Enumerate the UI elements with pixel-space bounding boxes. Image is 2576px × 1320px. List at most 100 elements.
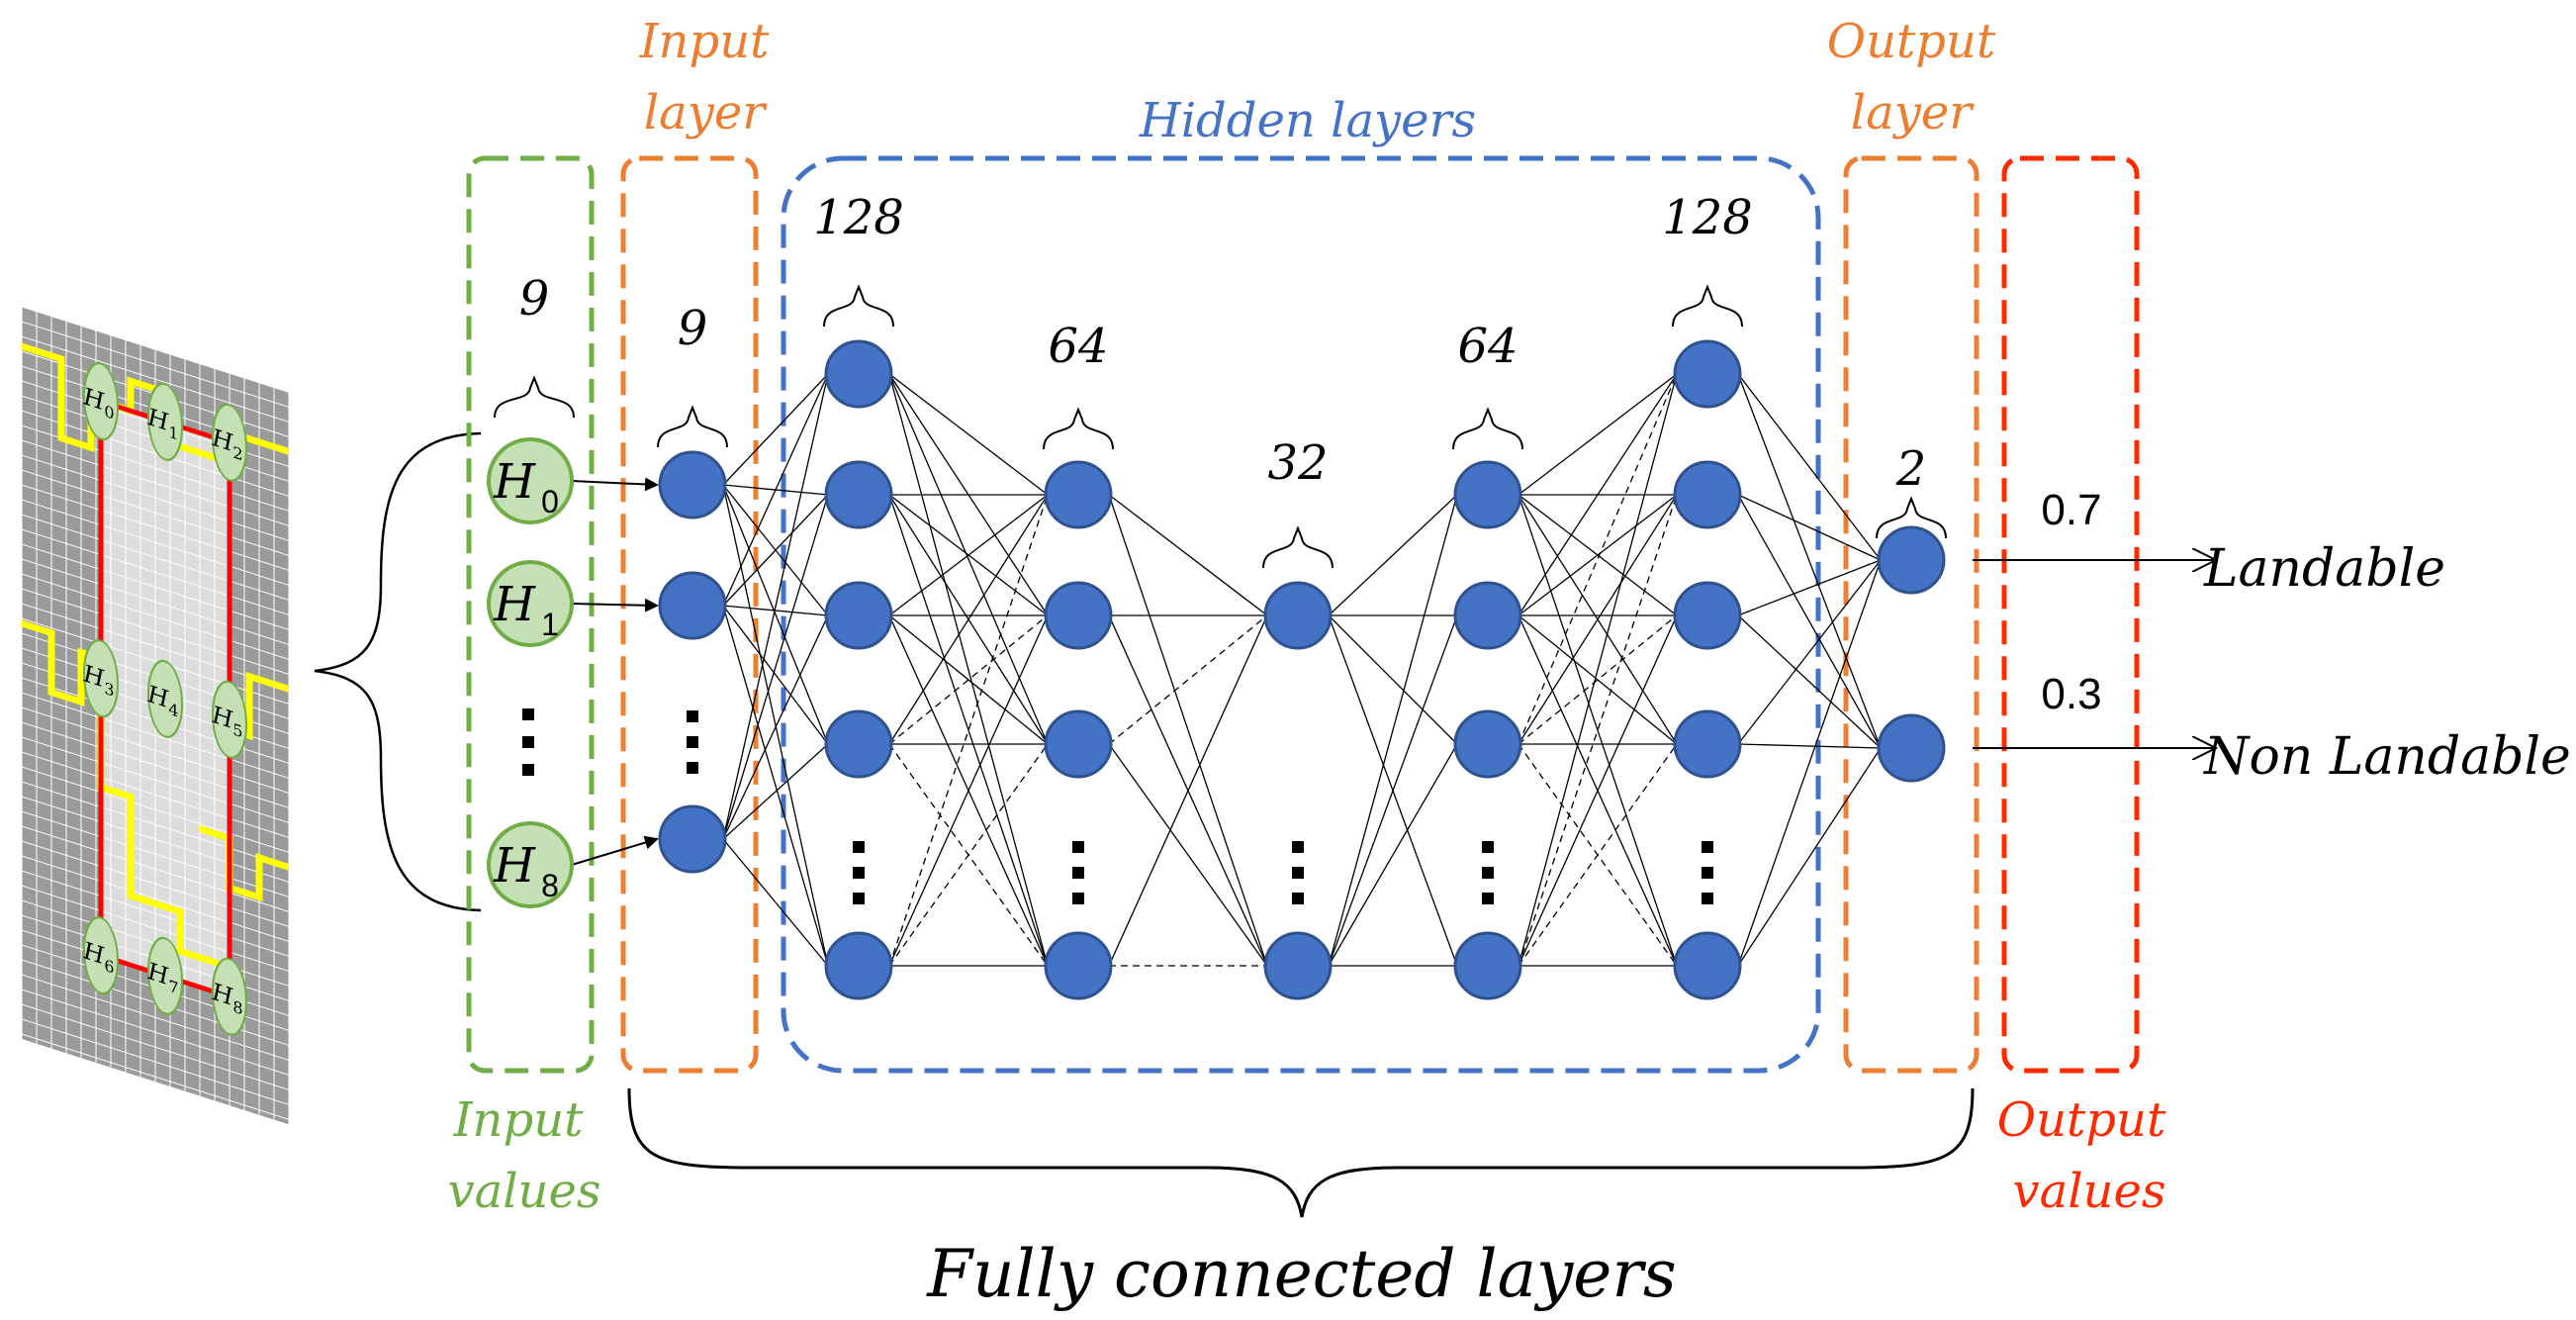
grid-line	[22, 825, 289, 912]
input-node-h0-sub: 0	[541, 484, 559, 519]
connection-hidden-1-hidden-2	[888, 494, 1049, 616]
hidden-2-size: 64	[1048, 319, 1108, 374]
connection-hidden-2-hidden-3	[1108, 494, 1268, 967]
grid-line	[22, 558, 289, 645]
grid-node-subscript: 5	[232, 720, 242, 742]
hidden-4-node	[1453, 460, 1522, 529]
connection-hidden-4-hidden-5	[1518, 494, 1678, 616]
grid-line	[22, 335, 289, 423]
grid-line	[22, 855, 289, 942]
yellow-contour-4	[200, 825, 289, 902]
grid-line	[22, 410, 289, 497]
grid-line	[22, 736, 289, 823]
grid-line	[22, 692, 289, 779]
grid-node-subscript: 6	[104, 956, 114, 978]
connection-hidden-4-hidden-5	[1518, 373, 1678, 496]
input-node-h8-sub: 8	[541, 868, 559, 903]
hidden-1-ellipsis-dot	[853, 867, 865, 879]
size-brace	[1672, 284, 1743, 328]
hidden-3-size: 32	[1267, 435, 1328, 491]
connection-input-layer-hidden-1	[722, 743, 829, 840]
grid-node-shape	[147, 659, 183, 738]
ellipsis-dot	[522, 764, 534, 776]
hidden-2-ellipsis-dot	[1072, 893, 1084, 904]
connection-hidden-4-hidden-5	[1518, 373, 1678, 616]
output-value-landable: 0.7	[2041, 486, 2101, 534]
connection-input-layer-hidden-1	[722, 605, 829, 967]
grid-line	[22, 499, 289, 586]
connection-hidden-5-output-layer	[1737, 559, 1882, 745]
grid-node-subscript: 4	[168, 700, 178, 721]
grid-node-shape	[147, 936, 183, 1015]
output-layer-title-1: Output	[1827, 14, 1996, 69]
grid-node-h5: H5	[211, 680, 247, 759]
hidden-3-node	[1263, 931, 1333, 1000]
input-layer-ellipsis-dot	[687, 736, 698, 748]
connection-hidden-1-hidden-2	[888, 614, 1049, 967]
hidden-1-node	[824, 709, 893, 779]
input-node-h8-letter: H	[493, 838, 536, 894]
input-arrow	[571, 598, 659, 613]
connection-hidden-4-hidden-5	[1518, 373, 1678, 967]
input-node-h1-letter: H	[493, 577, 536, 632]
input-layer-box	[620, 155, 759, 1074]
grid-line	[22, 781, 289, 868]
hidden-4-node	[1453, 931, 1522, 1000]
grid-node-subscript: 0	[104, 402, 114, 424]
grid-node-subscript: 3	[104, 679, 114, 701]
connection-hidden-2-hidden-3	[1108, 614, 1268, 745]
grid-line	[22, 870, 289, 957]
hidden-5-ellipsis-dot	[1702, 841, 1713, 853]
grid-line	[22, 588, 289, 675]
input-layer-node	[658, 450, 727, 519]
output-layer-box	[1843, 155, 1979, 1074]
connection-hidden-5-output-layer	[1737, 494, 1882, 561]
grid-line	[22, 528, 289, 615]
connection-input-layer-hidden-1	[722, 494, 829, 607]
connection-input-layer-hidden-1	[722, 494, 829, 840]
grid-line	[22, 603, 289, 690]
grid-line	[22, 840, 289, 927]
grid-line	[22, 766, 289, 853]
output-values-title-2: values	[2012, 1164, 2165, 1219]
connection-input-layer-hidden-1	[722, 605, 829, 616]
size-brace	[1876, 496, 1947, 539]
output-layer-node	[1877, 525, 1946, 595]
grid-node-shape	[212, 957, 247, 1036]
grid-node-h8: H8	[211, 957, 247, 1036]
grid-node-subscript: 7	[168, 977, 178, 998]
input-brace	[314, 431, 482, 912]
grid-node-h4: H4	[146, 659, 183, 738]
grid-line	[22, 543, 289, 630]
grid-line	[22, 1018, 289, 1105]
output-values-box	[2001, 155, 2140, 1074]
layer-ellipses	[687, 710, 1713, 904]
input-layer-node	[658, 571, 727, 640]
size-brace	[1452, 407, 1523, 450]
hidden-3-ellipsis-dot	[1292, 893, 1304, 904]
input-node-h8: H 8	[487, 821, 574, 908]
hidden-2-ellipsis-dot	[1072, 841, 1084, 853]
input-node-h1-circle	[487, 560, 574, 647]
connection-input-layer-hidden-1	[722, 373, 829, 607]
input-value-nodes: H 0 H 1 H 8	[487, 437, 574, 908]
grid-line	[22, 617, 289, 705]
input-layer-ellipsis-dot	[687, 710, 698, 722]
grid-line	[22, 721, 289, 808]
output-label-non-landable: Non Landable	[2202, 727, 2571, 787]
connection-hidden-5-output-layer	[1737, 743, 1882, 749]
hidden-5-size: 128	[1662, 190, 1753, 245]
grid-line	[22, 469, 289, 556]
ellipsis-dot	[522, 736, 534, 748]
input-node-h0-circle	[487, 437, 574, 524]
connection-hidden-4-hidden-5	[1518, 494, 1678, 967]
connection-hidden-2-hidden-3	[1108, 494, 1268, 616]
hidden-4-node	[1453, 581, 1522, 650]
hidden-5-node	[1673, 581, 1742, 650]
connection-hidden-1-hidden-2	[888, 614, 1049, 745]
hidden-4-ellipsis-dot	[1482, 841, 1494, 853]
hidden-4-size: 64	[1457, 319, 1518, 374]
fully-connected-label: Fully connected layers	[926, 1236, 1677, 1312]
